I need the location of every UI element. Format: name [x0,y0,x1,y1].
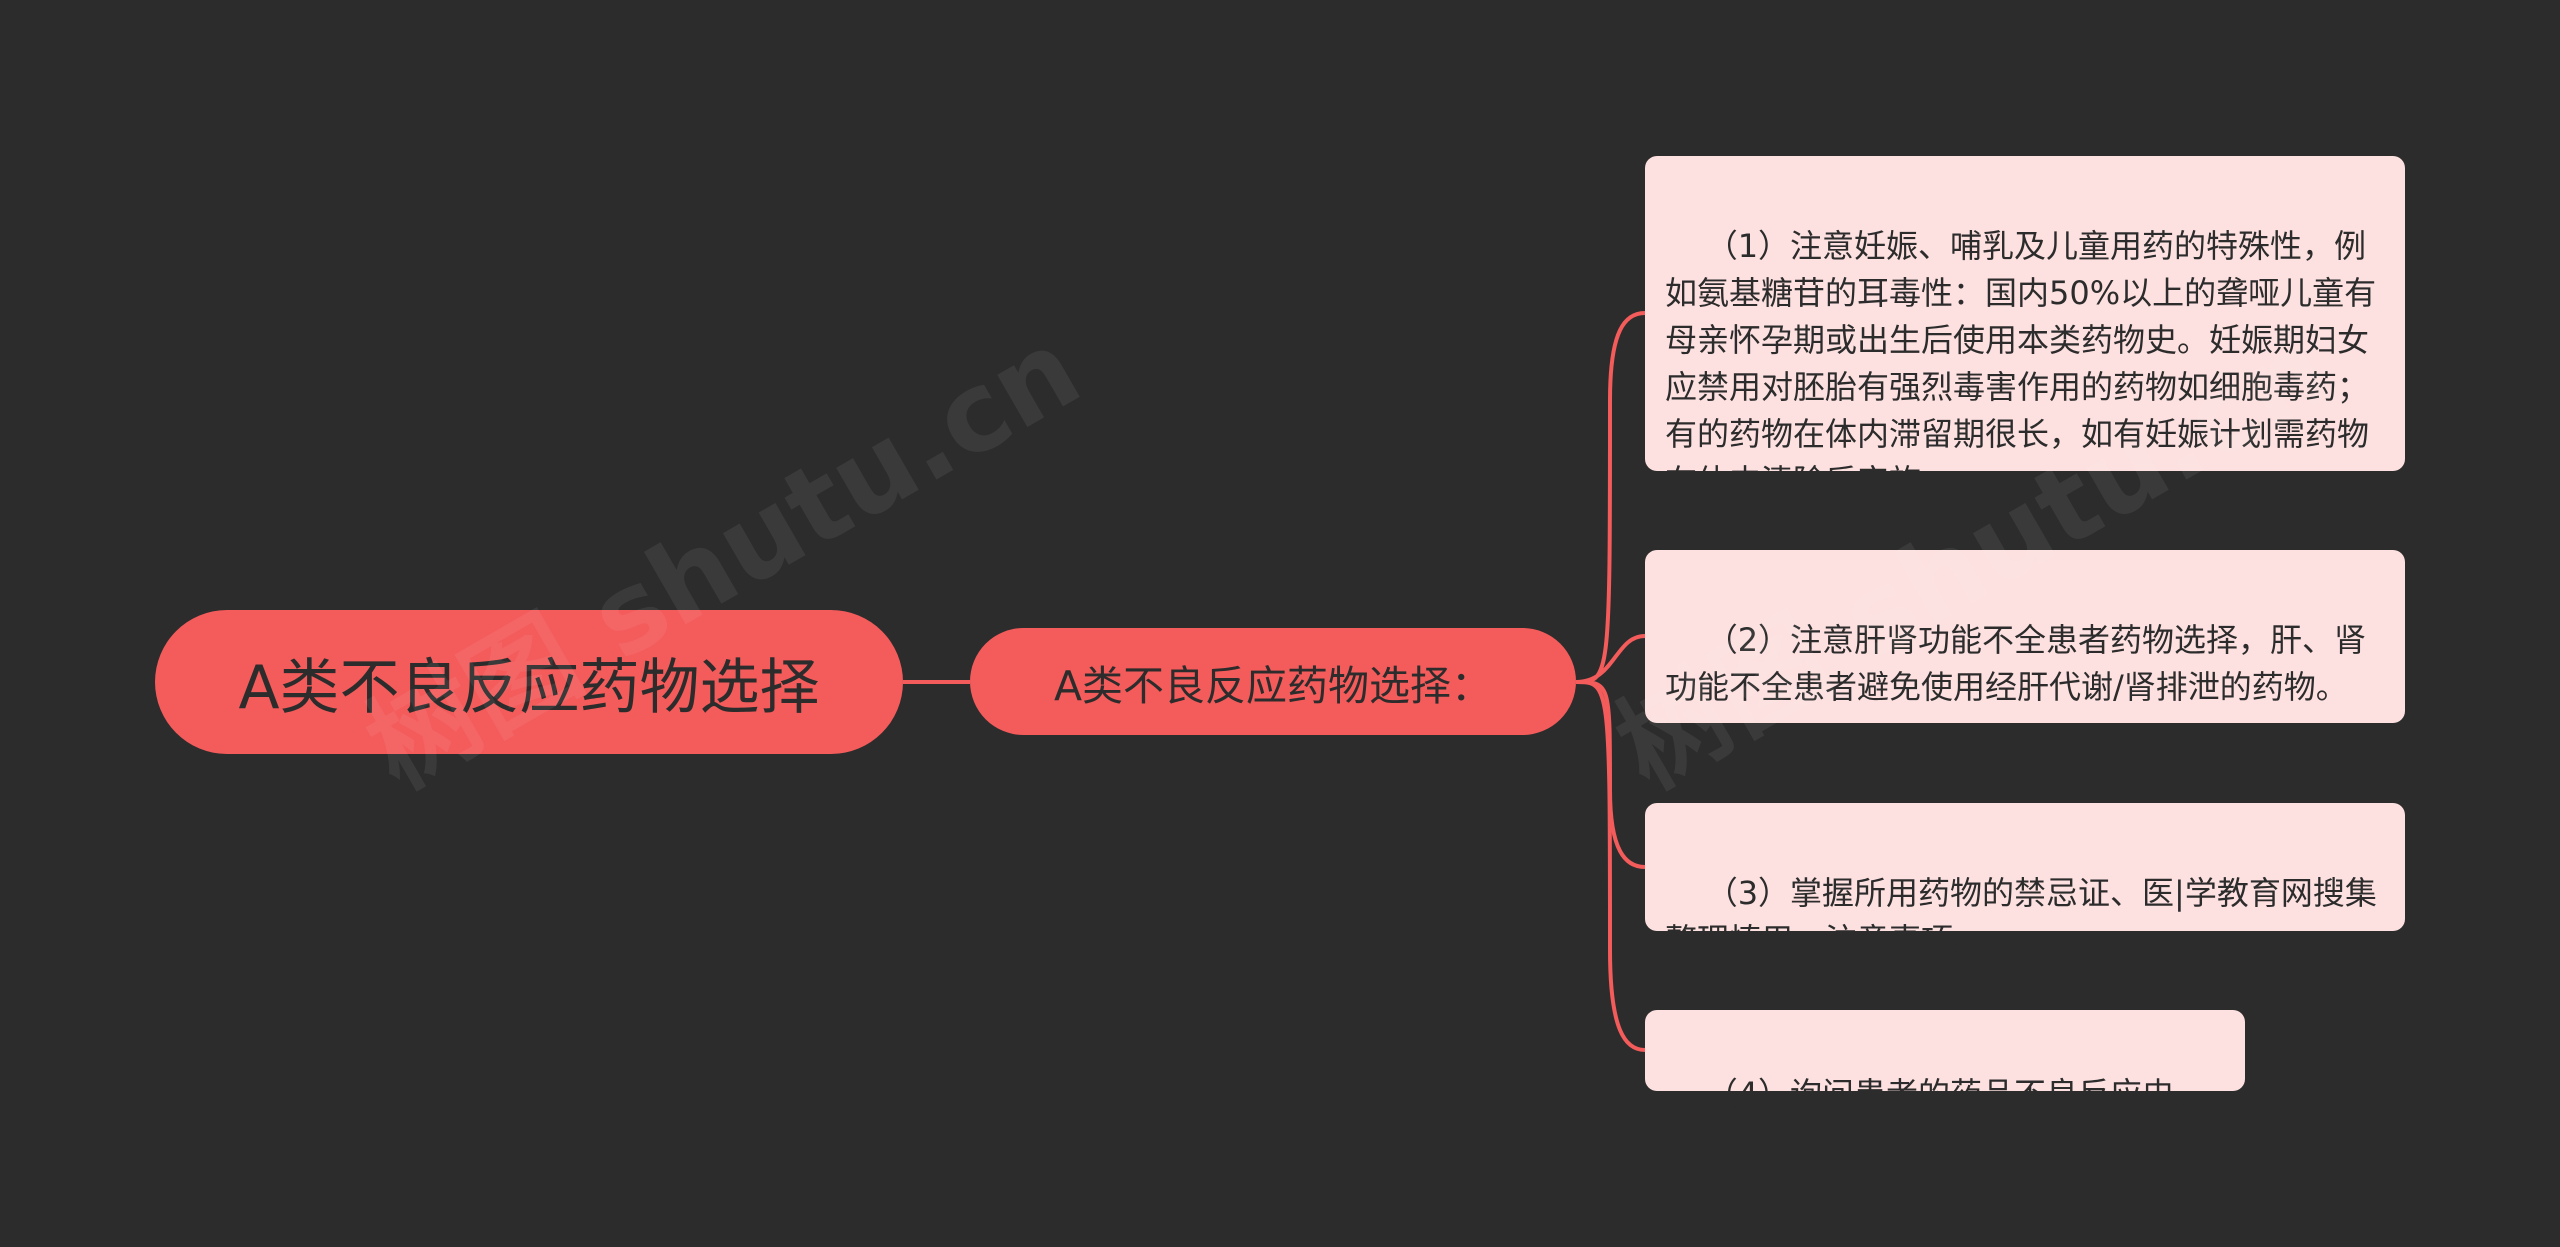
link-branch-to-leaf-4 [1575,680,1646,1052]
leaf-node-3-text: （3）掌握所用药物的禁忌证、医|学教育网搜集整理慎用、注意事项。 [1665,874,2377,959]
leaf-node-3[interactable]: （3）掌握所用药物的禁忌证、医|学教育网搜集整理慎用、注意事项。 [1645,803,2405,959]
root-node-label: A类不良反应药物选择 [238,652,820,723]
leaf-node-4-text: （4）询问患者的药品不良反应史。 [1705,1075,2207,1113]
link-branch-to-leaf-2 [1575,634,1646,684]
leaf-node-2[interactable]: （2）注意肝肾功能不全患者药物选择，肝、肾功能不全患者避免使用经肝代谢/肾排泄的… [1645,550,2405,723]
link-branch-to-leaf-1 [1575,311,1646,684]
branch-node[interactable]: A类不良反应药物选择： [970,628,1576,735]
leaf-node-1-text: （1）注意妊娠、哺乳及儿童用药的特殊性，例如氨基糖苷的耳毒性：国内50%以上的聋… [1665,227,2377,500]
branch-node-label: A类不良反应药物选择： [1053,661,1493,710]
leaf-node-2-text: （2）注意肝肾功能不全患者药物选择，肝、肾功能不全患者避免使用经肝代谢/肾排泄的… [1665,621,2367,706]
leaf-node-1[interactable]: （1）注意妊娠、哺乳及儿童用药的特殊性，例如氨基糖苷的耳毒性：国内50%以上的聋… [1645,156,2405,500]
leaf-node-4[interactable]: （4）询问患者的药品不良反应史。 [1645,1010,2245,1113]
root-node[interactable]: A类不良反应药物选择 [155,610,903,754]
